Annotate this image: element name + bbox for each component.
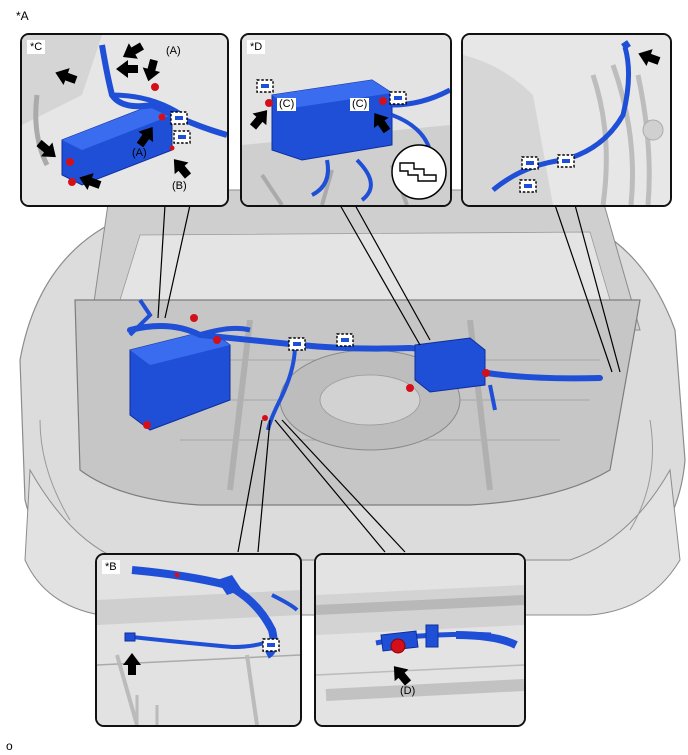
inset-d-drawing <box>242 35 450 205</box>
footer-code: o <box>6 739 13 753</box>
leader-lines <box>157 204 621 553</box>
inset-f: (D) <box>314 553 526 727</box>
figure-label: *A <box>16 9 29 23</box>
callout-d: (D) <box>400 685 416 697</box>
inset-d-tag: *D <box>247 40 266 54</box>
inset-e-drawing <box>463 35 670 205</box>
inset-e <box>461 33 672 207</box>
inset-c: *C (A) (A) (B) <box>20 33 229 207</box>
inset-f-drawing <box>316 555 524 725</box>
callout-a-top: (A) <box>166 45 181 57</box>
callout-c-left: (C) <box>277 98 297 111</box>
inset-b: *B <box>95 553 302 727</box>
callout-a-bottom: (A) <box>132 147 147 159</box>
inset-d: *D (C) (C) <box>240 33 452 207</box>
callout-c-right: (C) <box>350 98 370 111</box>
car-body <box>19 189 686 616</box>
inset-c-tag: *C <box>27 40 46 54</box>
inset-b-tag: *B <box>102 560 120 574</box>
inset-c-drawing <box>22 35 227 205</box>
callout-b: (B) <box>172 180 187 192</box>
clip-shape-icon <box>391 144 447 200</box>
main-wire-harness <box>127 298 603 431</box>
inset-b-drawing <box>97 555 300 725</box>
